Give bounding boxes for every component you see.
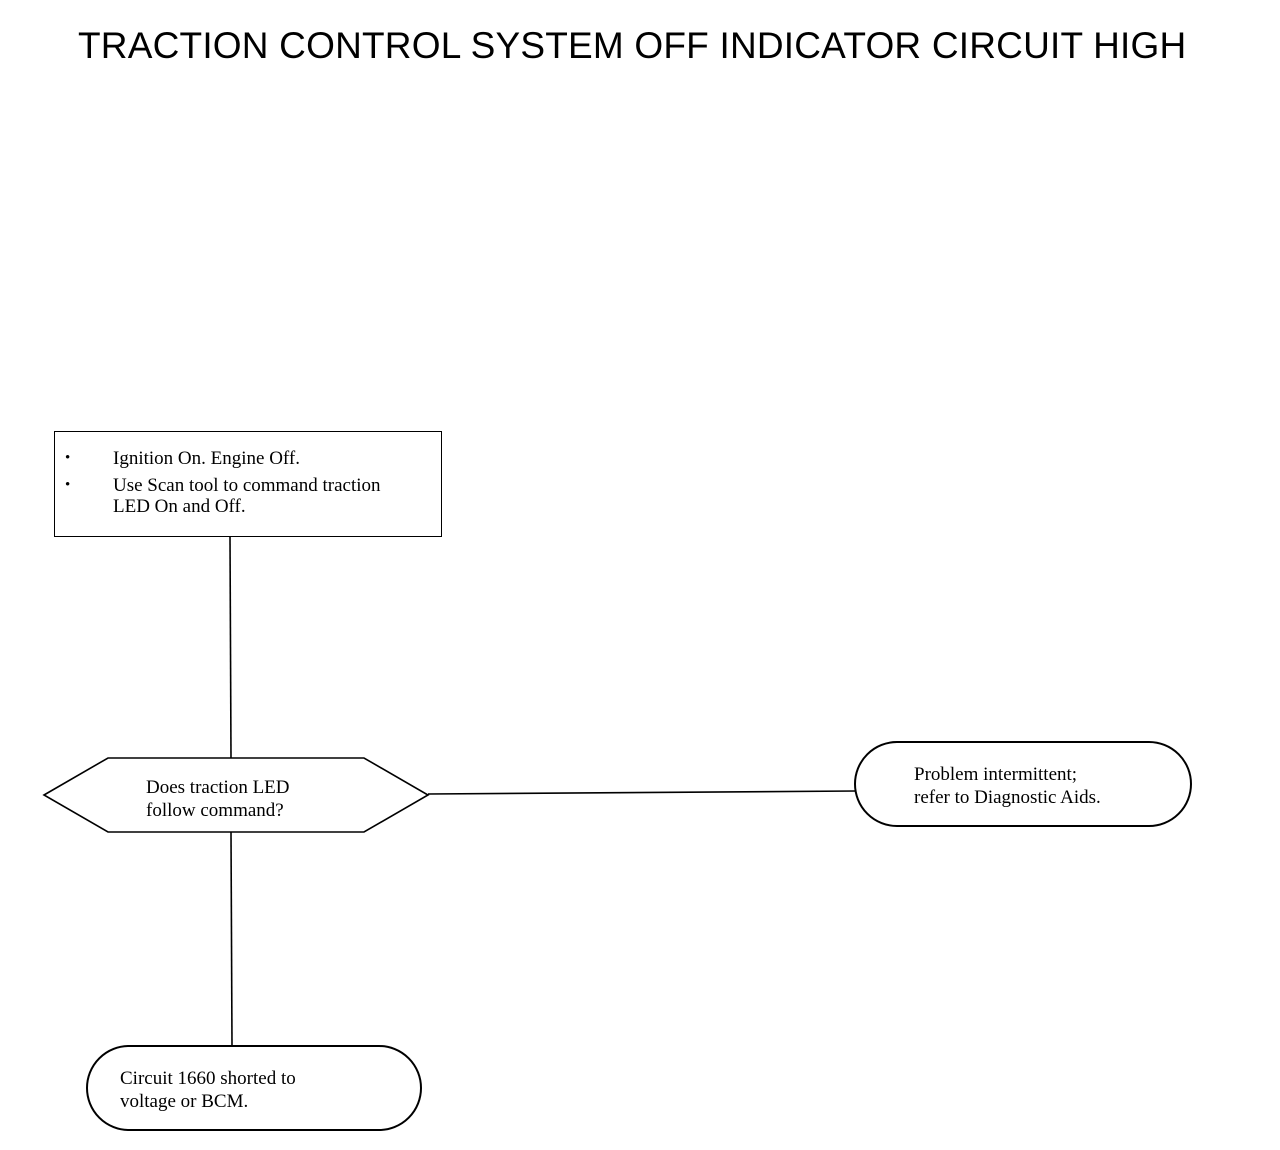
outcome-intermittent: Problem intermittent; refer to Diagnosti… [854, 741, 1192, 827]
bullet-icon: • [65, 477, 71, 493]
outcome-shorted-line-2: voltage or BCM. [120, 1091, 249, 1112]
step-item: • Use Scan tool to command traction LED … [55, 475, 413, 517]
connector-decision-to-shorted [230, 831, 233, 1047]
bullet-icon: • [65, 450, 71, 466]
outcome-shorted: Circuit 1660 shorted to voltage or BCM. [86, 1045, 422, 1131]
decision-line-2: follow command? [146, 800, 284, 821]
outcome-shorted-line-1: Circuit 1660 shorted to [120, 1068, 296, 1089]
step-box: • Ignition On. Engine Off. • Use Scan to… [54, 431, 442, 537]
page-title: TRACTION CONTROL SYSTEM OFF INDICATOR CI… [78, 25, 1187, 66]
decision-label: Does traction LED follow command? [146, 776, 376, 822]
step-list: • Ignition On. Engine Off. • Use Scan to… [55, 432, 441, 517]
outcome-intermittent-line-2: refer to Diagnostic Aids. [914, 787, 1101, 808]
decision-hexagon [42, 757, 430, 833]
step-text: Use Scan tool to command traction LED On… [113, 475, 381, 517]
outcome-intermittent-line-1: Problem intermittent; [914, 764, 1078, 785]
connector-steps-to-decision [229, 536, 232, 759]
decision-line-1: Does traction LED [146, 777, 290, 798]
step-item: • Ignition On. Engine Off. [55, 448, 441, 469]
step-text: Ignition On. Engine Off. [113, 448, 300, 469]
connector-decision-to-intermittent [427, 790, 857, 795]
